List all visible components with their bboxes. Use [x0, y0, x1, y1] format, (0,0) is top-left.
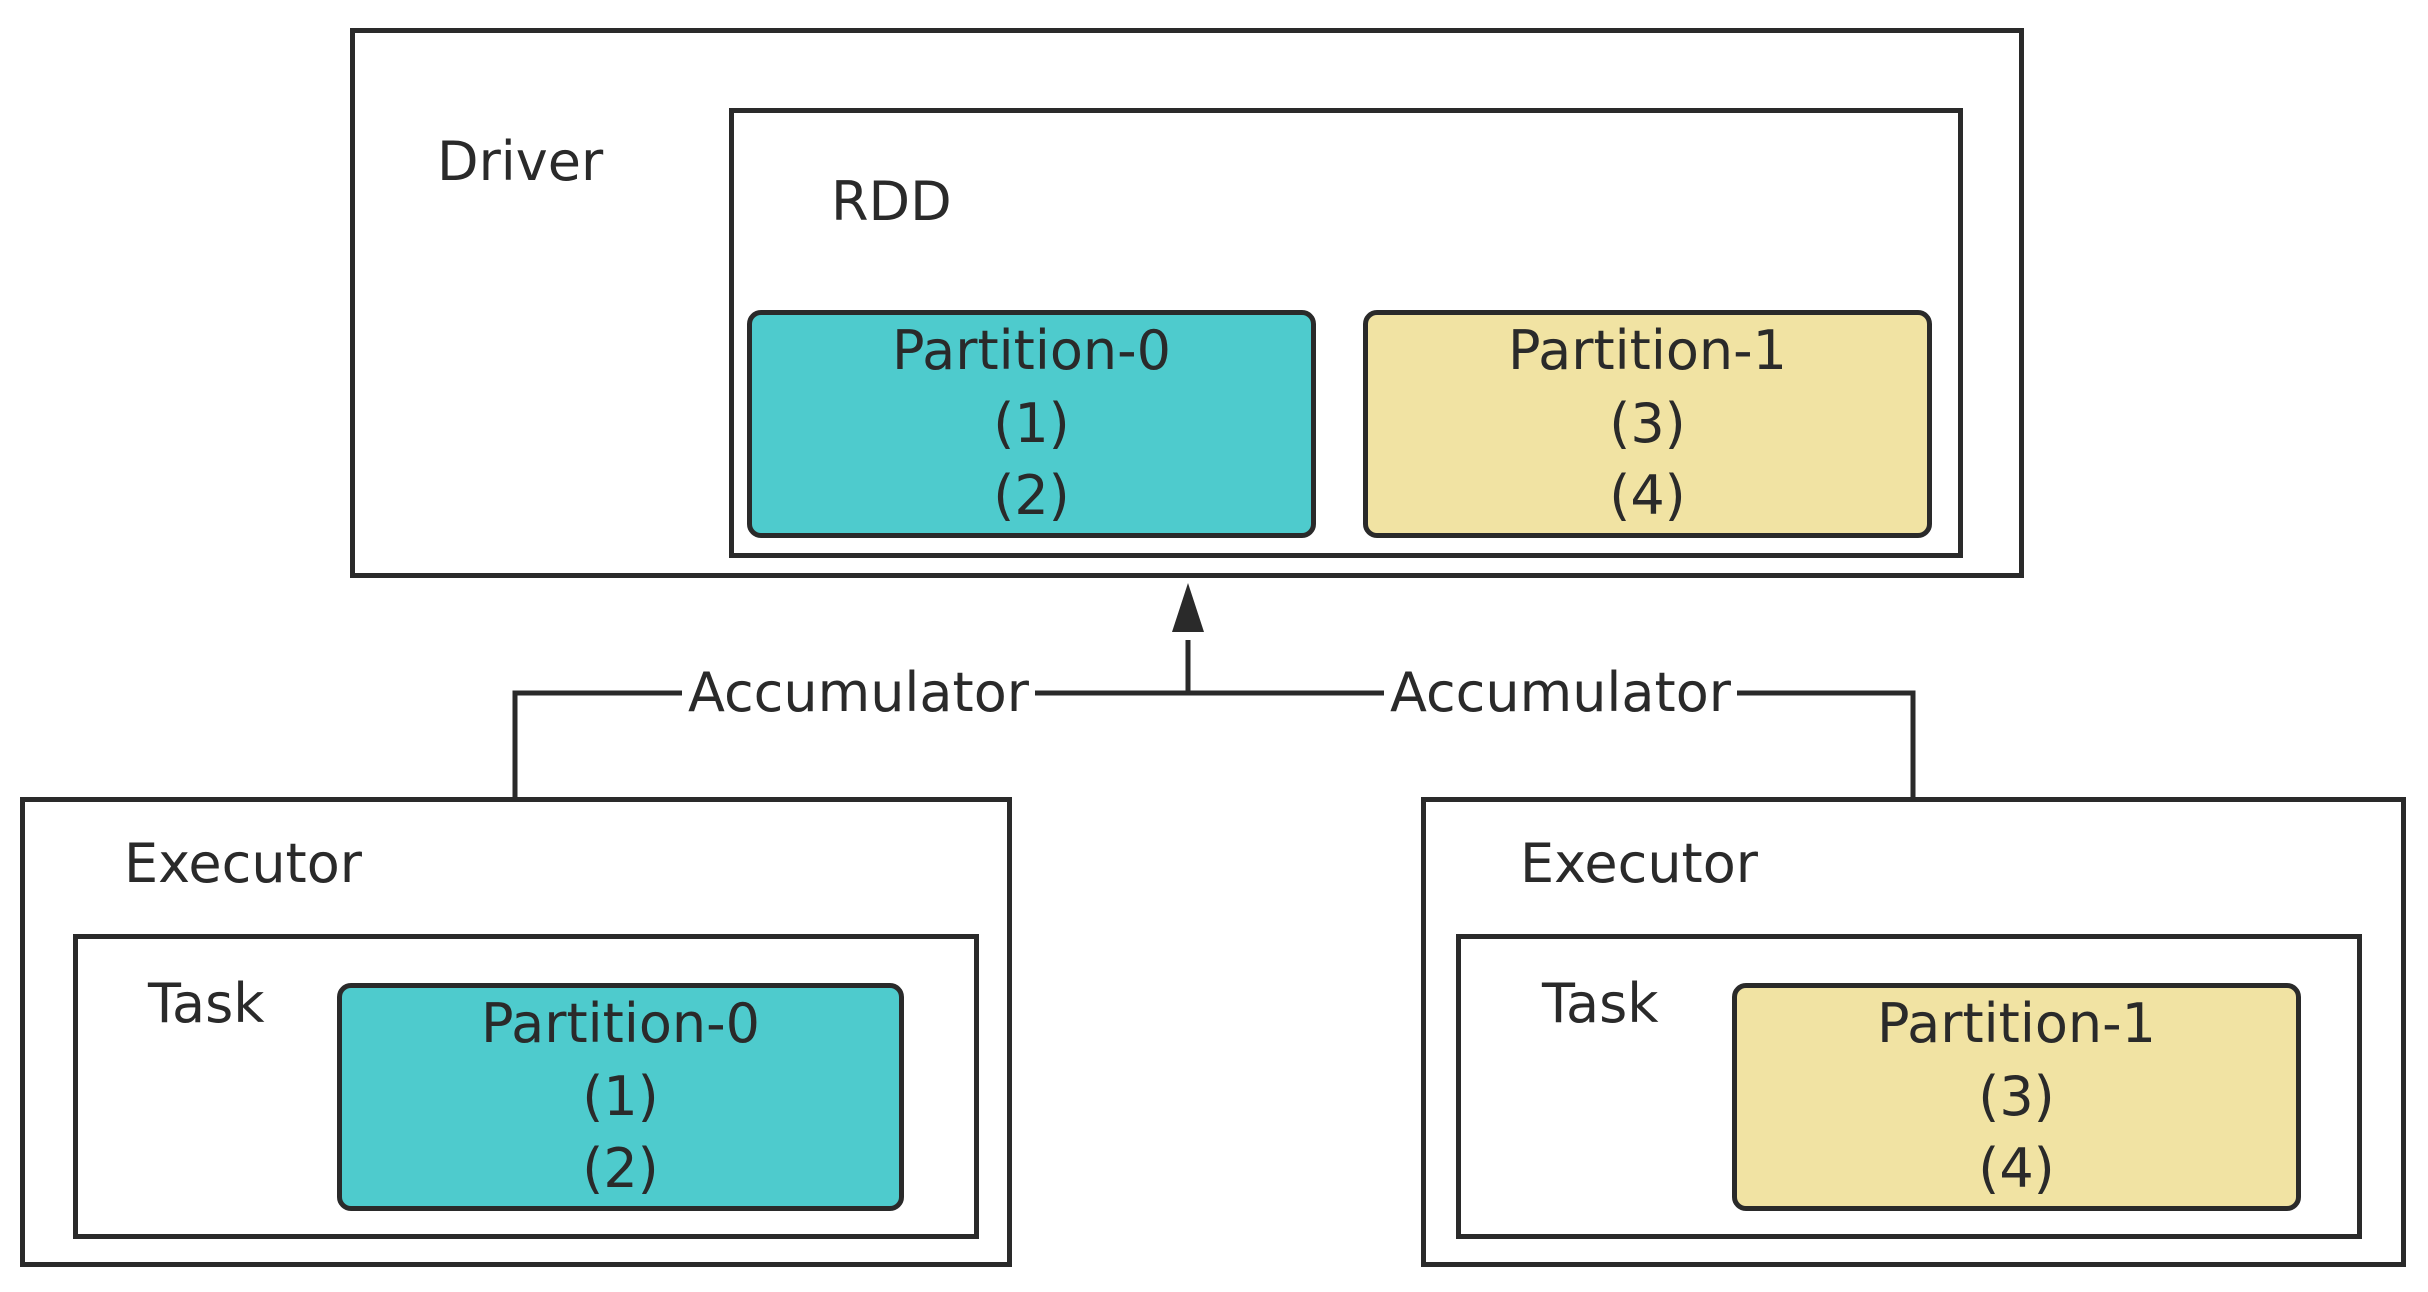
partition-name: Partition-1 [1877, 991, 2156, 1055]
partition-item: (4) [1978, 1137, 2055, 1201]
partition-item: (1) [582, 1064, 659, 1128]
driver-label: Driver [437, 130, 604, 193]
executor-right-label: Executor [1520, 832, 1758, 895]
arrow-head [1172, 583, 1204, 632]
partition-item: (4) [1609, 464, 1686, 528]
partition-item: (2) [993, 464, 1070, 528]
partition-item: (1) [993, 391, 1070, 455]
partition-item: (3) [1609, 391, 1686, 455]
task-right-label: Task [1542, 972, 1659, 1035]
partition-name: Partition-0 [481, 991, 760, 1055]
driver-partition-0: Partition-0 (1) (2) [747, 310, 1316, 538]
partition-item: (3) [1978, 1064, 2055, 1128]
driver-partition-1: Partition-1 (3) (4) [1363, 310, 1932, 538]
partition-item: (2) [582, 1137, 659, 1201]
task-left-label: Task [148, 972, 265, 1035]
partition-name: Partition-0 [892, 318, 1171, 382]
task-left-partition: Partition-0 (1) (2) [337, 983, 904, 1211]
executor-left-label: Executor [124, 832, 362, 895]
task-right-partition: Partition-1 (3) (4) [1732, 983, 2301, 1211]
partition-name: Partition-1 [1508, 318, 1787, 382]
edge-label-right: Accumulator [1384, 666, 1737, 720]
edge-label-left: Accumulator [682, 666, 1035, 720]
rdd-label: RDD [831, 170, 952, 233]
